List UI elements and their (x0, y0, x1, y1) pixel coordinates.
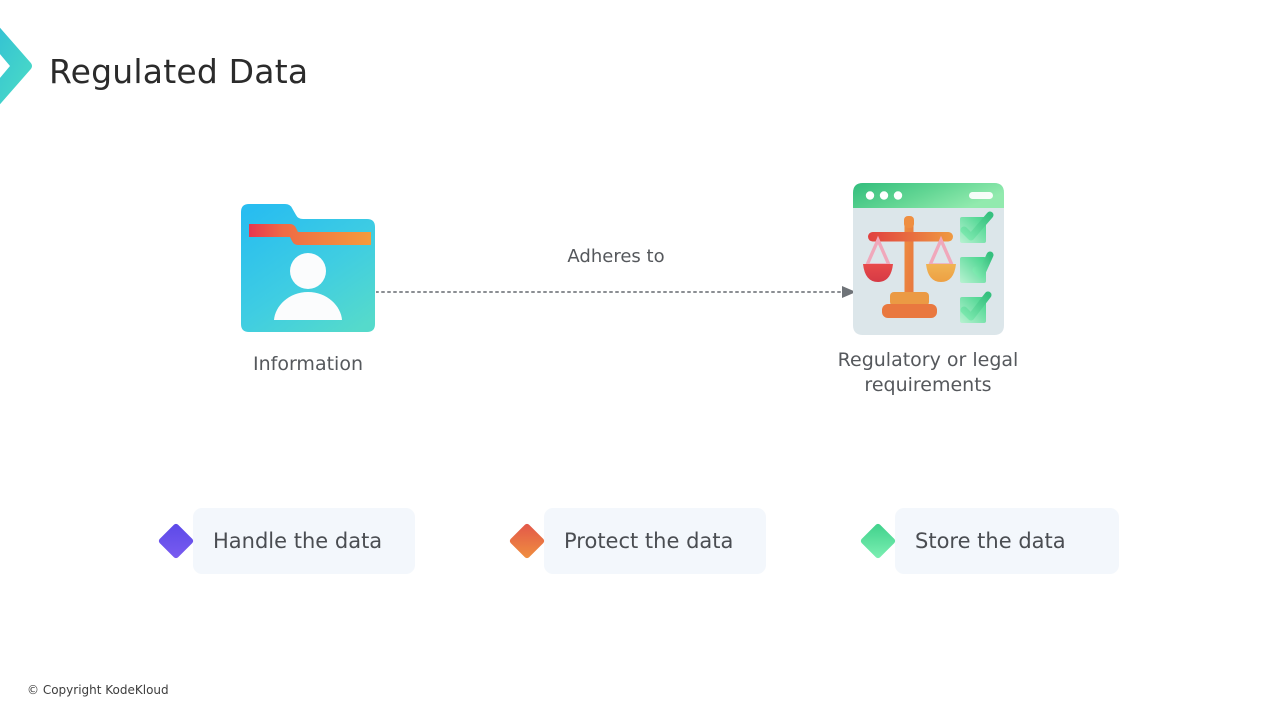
node-caption-information: Information (253, 353, 363, 375)
pill-label: Protect the data (564, 529, 734, 553)
pill-background (895, 508, 1119, 574)
pill-label: Handle the data (213, 529, 383, 553)
node-caption-regulatory-line2: requirements (864, 374, 992, 396)
action-pill-protect-the-data[interactable]: Protect the data (508, 508, 766, 574)
diagram-node-information[interactable]: Information (208, 198, 408, 377)
connector-label: Adheres to (567, 246, 665, 267)
connector-arrow-icon (376, 286, 856, 298)
action-pill-handle-the-data[interactable]: Handle the data (157, 508, 415, 574)
browser-scales-checklist-icon (852, 183, 1004, 335)
diamond-icon (508, 522, 546, 560)
brand-chevron-icon (0, 27, 32, 105)
action-pill-row: Handle the data Protect the data Store t… (0, 508, 1280, 578)
action-pill-store-the-data[interactable]: Store the data (859, 508, 1119, 574)
page-title: Regulated Data (49, 52, 309, 91)
node-caption-regulatory-line1: Regulatory or legal (837, 349, 1019, 371)
footer-copyright: © Copyright KodeKloud (27, 683, 169, 697)
diamond-icon (157, 522, 195, 560)
node-caption-regulatory: Regulatory or legal requirements (828, 348, 1028, 398)
pill-background (544, 508, 766, 574)
folder-user-icon (241, 204, 375, 332)
pill-label: Store the data (915, 529, 1066, 553)
pill-background (193, 508, 415, 574)
connector-adheres-to: Adheres to (376, 246, 856, 302)
diamond-icon (859, 522, 897, 560)
diagram-node-regulatory[interactable]: Regulatory or legal requirements (828, 180, 1028, 398)
